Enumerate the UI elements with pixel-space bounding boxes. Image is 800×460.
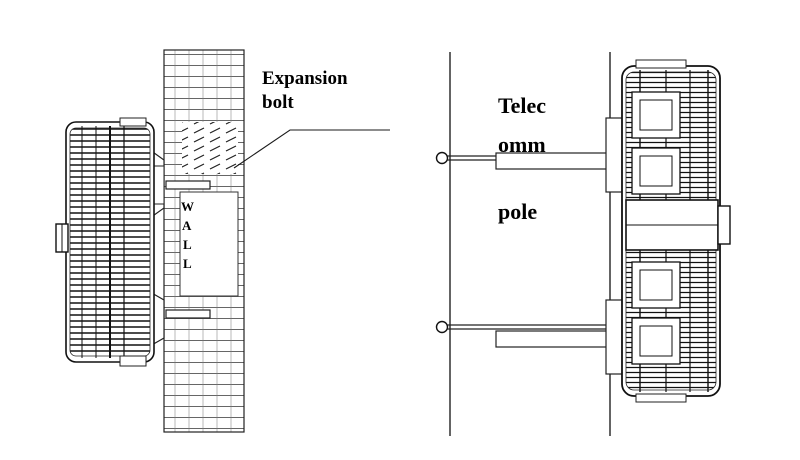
front-side-connector	[717, 205, 731, 245]
wall-cavity	[179, 191, 239, 297]
lower-pole-strap	[435, 320, 627, 348]
wall-letter-1: W	[181, 199, 194, 214]
pole-label-line3: pole	[498, 199, 537, 224]
pole-label-line1: Telec	[498, 93, 546, 118]
pole-mount-view: Telec omm pole	[435, 52, 731, 436]
device-module-2	[631, 147, 681, 195]
upper-pole-strap	[435, 151, 627, 170]
upper-mount-rod	[165, 180, 211, 190]
expansion-bolt-label-line1: Expansion	[262, 68, 348, 89]
wall-letter-2: A	[182, 218, 192, 233]
expansion-bolt-label-line2: bolt	[262, 92, 294, 113]
device-module-3	[631, 261, 681, 309]
pole-label-line2: omm	[498, 132, 546, 157]
device-module-1	[631, 91, 681, 139]
device-module-4	[631, 317, 681, 365]
wall-mount-view: Expansion bolt W A L L	[55, 49, 390, 433]
wall-label: W A L L	[181, 199, 194, 271]
device-center-module	[625, 199, 719, 251]
lower-mount-rod	[165, 309, 211, 319]
expansion-bolt-leader	[233, 129, 390, 169]
wall-letter-3: L	[183, 237, 192, 252]
wall-letter-4: L	[183, 256, 192, 271]
